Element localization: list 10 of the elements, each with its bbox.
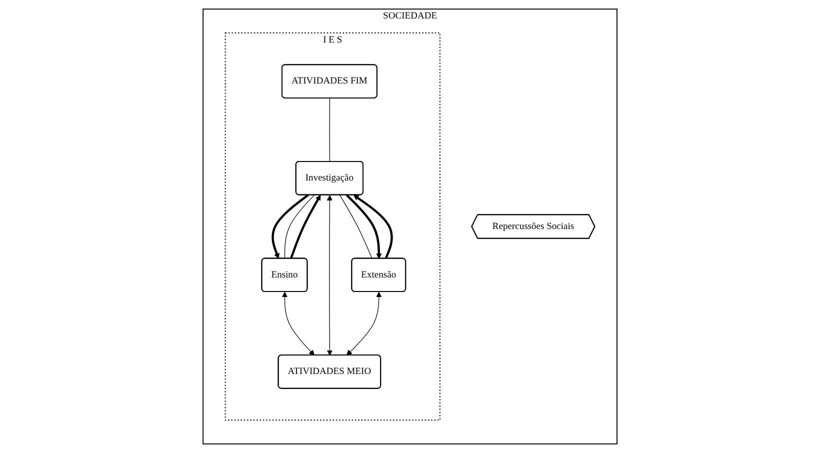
connector <box>284 194 315 258</box>
arrow <box>290 194 321 258</box>
arrow <box>282 291 314 356</box>
arrow <box>346 291 382 356</box>
connector <box>339 194 372 258</box>
connector <box>329 97 330 162</box>
arrow <box>353 194 393 258</box>
arrow <box>326 194 332 356</box>
arrow <box>346 194 382 258</box>
arrow <box>272 194 309 258</box>
